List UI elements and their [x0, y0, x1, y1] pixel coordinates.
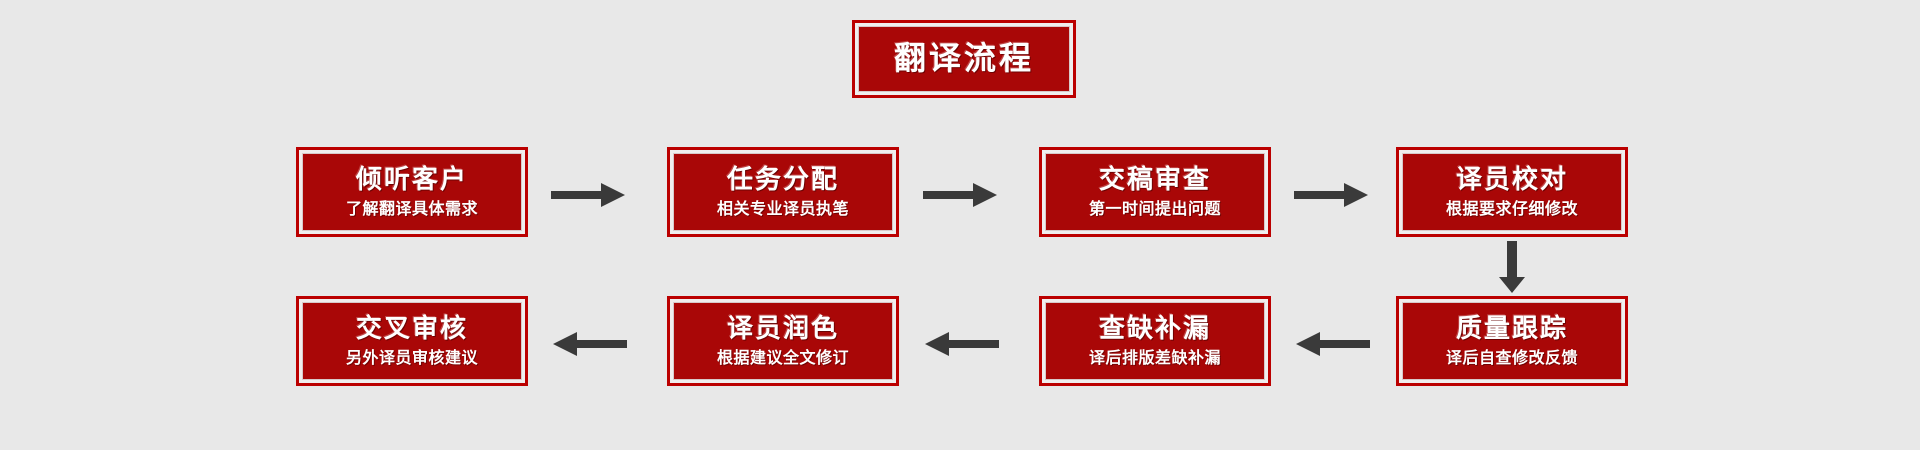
process-step-2-subtitle: 相关专业译员执笔: [716, 198, 849, 218]
process-step-5-subtitle: 译后自查修改反馈: [1445, 347, 1578, 367]
process-step-6[interactable]: 查缺补漏 译后排版差缺补漏: [1039, 296, 1271, 386]
process-step-8-title: 交叉审核: [355, 314, 468, 345]
arrow-down-icon-1: [1497, 241, 1527, 295]
process-step-8[interactable]: 交叉审核 另外译员审核建议: [296, 296, 528, 386]
arrow-right-icon-2: [923, 180, 999, 210]
process-step-7-subtitle: 根据建议全文修订: [716, 347, 849, 367]
flowchart-title-label: 翻译流程: [893, 39, 1034, 78]
process-step-8-subtitle: 另外译员审核建议: [345, 347, 478, 367]
process-step-4-inner: 译员校对 根据要求仔细修改: [1402, 153, 1622, 231]
process-step-3-inner: 交稿审查 第一时间提出问题: [1045, 153, 1265, 231]
process-step-4-title: 译员校对: [1455, 165, 1568, 196]
process-step-7-title: 译员润色: [726, 314, 839, 345]
process-step-3[interactable]: 交稿审查 第一时间提出问题: [1039, 147, 1271, 237]
flowchart-title-inner: 翻译流程: [858, 26, 1070, 92]
process-step-1-title: 倾听客户: [355, 165, 468, 196]
process-step-6-title: 查缺补漏: [1098, 314, 1211, 345]
process-step-4-subtitle: 根据要求仔细修改: [1445, 198, 1578, 218]
process-step-7[interactable]: 译员润色 根据建议全文修订: [667, 296, 899, 386]
arrow-left-icon-1: [1294, 329, 1370, 359]
process-step-6-subtitle: 译后排版差缺补漏: [1088, 347, 1221, 367]
process-step-2-inner: 任务分配 相关专业译员执笔: [673, 153, 893, 231]
arrow-left-icon-3: [551, 329, 627, 359]
arrow-right-icon-1: [551, 180, 627, 210]
process-step-2[interactable]: 任务分配 相关专业译员执笔: [667, 147, 899, 237]
process-step-7-inner: 译员润色 根据建议全文修订: [673, 302, 893, 380]
process-step-1[interactable]: 倾听客户 了解翻译具体需求: [296, 147, 528, 237]
flowchart-title-box: 翻译流程: [852, 20, 1076, 98]
process-step-3-subtitle: 第一时间提出问题: [1088, 198, 1221, 218]
process-step-2-title: 任务分配: [726, 165, 839, 196]
process-step-4[interactable]: 译员校对 根据要求仔细修改: [1396, 147, 1628, 237]
process-step-8-inner: 交叉审核 另外译员审核建议: [302, 302, 522, 380]
arrow-left-icon-2: [923, 329, 999, 359]
arrow-right-icon-3: [1294, 180, 1370, 210]
process-step-6-inner: 查缺补漏 译后排版差缺补漏: [1045, 302, 1265, 380]
process-step-5[interactable]: 质量跟踪 译后自查修改反馈: [1396, 296, 1628, 386]
process-step-1-subtitle: 了解翻译具体需求: [345, 198, 478, 218]
process-step-3-title: 交稿审查: [1098, 165, 1211, 196]
process-step-5-inner: 质量跟踪 译后自查修改反馈: [1402, 302, 1622, 380]
process-step-5-title: 质量跟踪: [1455, 314, 1568, 345]
process-step-1-inner: 倾听客户 了解翻译具体需求: [302, 153, 522, 231]
